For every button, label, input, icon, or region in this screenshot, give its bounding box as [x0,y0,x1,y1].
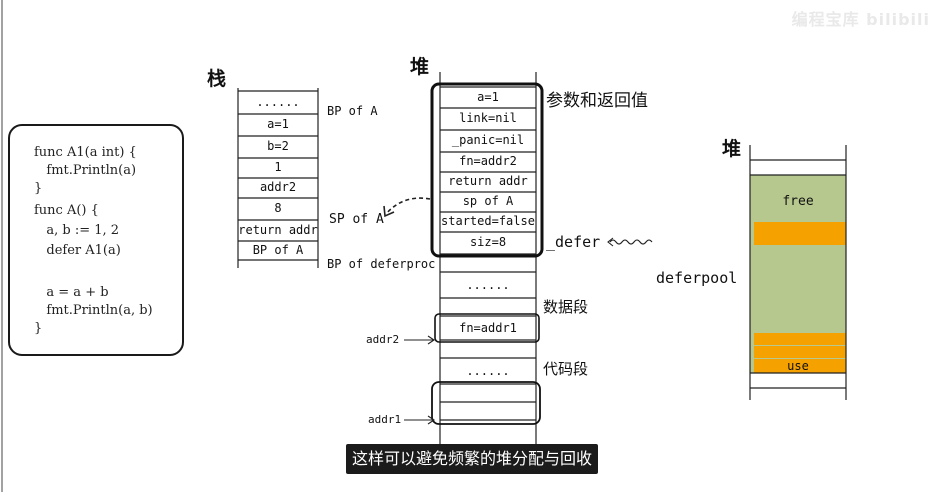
video-subtitle: 这样可以避免频繁的堆分配与回收 [346,444,599,474]
stack-cell: return addr [238,222,318,237]
defer-label: _defer [546,233,601,251]
heap-ellipsis-2: ...... [466,364,510,378]
stack-column [237,88,319,268]
defer-record-cell: _panic=nil [451,133,525,147]
heap-title: 堆 [410,56,430,78]
stack-cell: addr2 [259,180,297,194]
watermark-logo: 编程宝库 bilibili [791,10,930,29]
heap-column [439,72,537,445]
stack-cell: 8 [274,201,282,215]
code-line: } [34,181,43,196]
code-line: defer A1(a) [34,243,121,258]
addr2-arrow [404,335,435,345]
defer-squiggle-arrow [607,237,653,247]
stack-label-bp-bottom: BP of deferproc [327,257,436,271]
defer-record-cell: siz=8 [469,235,507,249]
defer-record-cell: started=false [441,214,535,228]
pool-heap-title: 堆 [722,138,742,160]
addr2-label: addr2 [366,333,400,346]
stack-title: 栈 [207,68,227,90]
used-block-3 [754,346,846,358]
data-segment-label: 数据段 [543,298,589,316]
deferpool-column [749,145,847,400]
defer-record-cell: sp of A [462,194,514,208]
fn-addr1-cell: fn=addr1 [459,321,517,335]
params-and-returns-label: 参数和返回值 [546,91,648,111]
code-line: } [34,321,43,336]
stack-cell: 1 [274,160,282,174]
use-label: use [787,359,809,373]
code-line: a, b := 1, 2 [34,223,120,238]
defer-record-cell: link=nil [459,111,517,125]
code-line: fmt.Println(a, b) [34,303,153,318]
stack-cell: ...... [256,94,300,109]
defer-record-cell: return addr [448,174,528,188]
code-segment-frame [431,381,541,425]
stack-cell: BP of A [252,242,304,257]
defer-record-cell: fn=addr2 [459,154,517,168]
heap-ellipsis-1: ...... [466,278,510,292]
code-line: a = a + b [34,285,109,300]
code-line: func A() { [34,203,99,218]
code-line: fmt.Println(a) [34,163,137,178]
stack-label-bp-top: BP of A [327,104,378,118]
code-line: func A1(a int) { [34,145,137,160]
addr1-label: addr1 [368,413,402,426]
used-block-4 [754,359,846,373]
addr1-arrow [404,415,435,425]
stack-cell: a=1 [267,117,289,131]
defer-record-frame [430,82,544,258]
stack-label-sp: SP of A [329,212,384,227]
free-label: free [782,194,814,209]
defer-record-cell: a=1 [477,89,499,104]
fn-cell-frame [434,313,540,343]
used-block-2 [754,333,846,345]
sp-link-arrow [383,197,431,218]
code-panel [8,124,184,356]
stack-cell: b=2 [267,139,289,153]
used-block-1 [754,222,846,245]
code-segment-label: 代码段 [543,360,589,378]
deferpool-label: deferpool [656,269,738,287]
